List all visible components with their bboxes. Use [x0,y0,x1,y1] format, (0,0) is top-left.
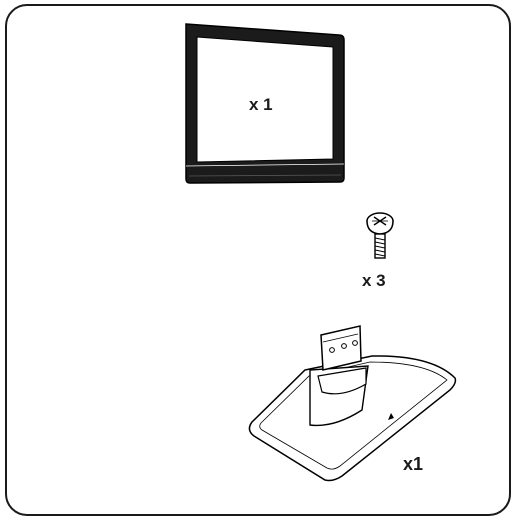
tv-quantity-label: x 1 [249,95,273,114]
screw-quantity-label: x 3 [362,271,386,290]
tv-brand-logo: PHILIPS [261,154,282,160]
tv-screen [196,36,334,163]
stand-quantity-label: x1 [403,454,424,474]
